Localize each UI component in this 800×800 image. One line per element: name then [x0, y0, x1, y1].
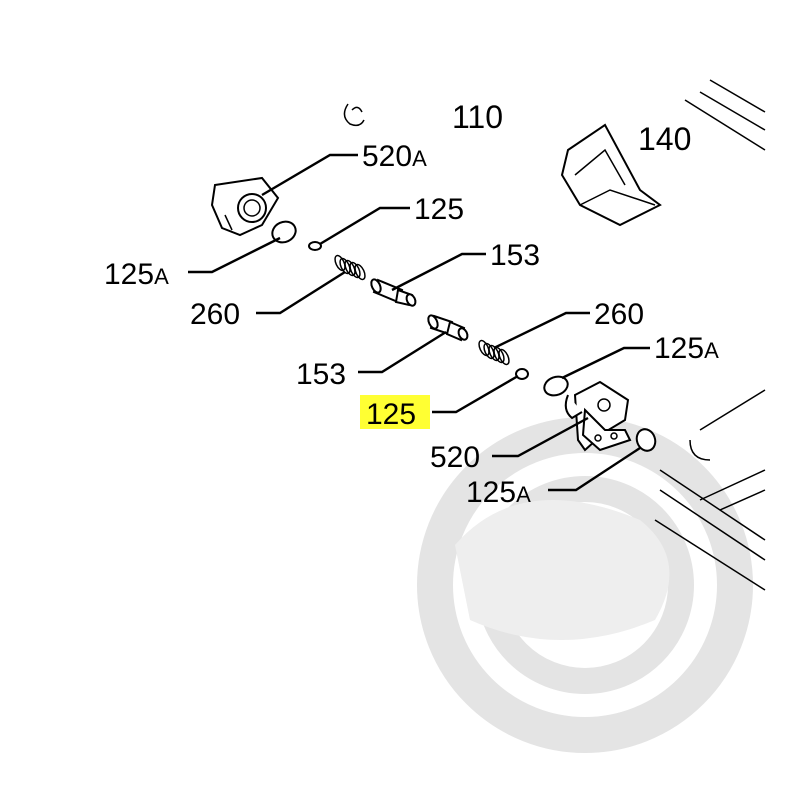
- label-260-left: 260: [190, 298, 240, 331]
- leader-153-top: [391, 252, 486, 292]
- label-153-left: 153: [296, 358, 346, 391]
- label-520: 520: [430, 441, 480, 474]
- label-140: 140: [638, 121, 691, 157]
- leader-lines: [188, 153, 650, 492]
- label-125A-left: 125A: [104, 258, 169, 291]
- label-260-right: 260: [594, 298, 644, 331]
- leader-153-left: [358, 330, 447, 374]
- o-ring-125A-right-icon: [543, 375, 569, 397]
- label-highlight: [360, 395, 430, 429]
- pin-153-bottom-icon: [427, 314, 469, 342]
- clip-icon: [343, 103, 365, 127]
- o-ring-125A-bottom-icon: [635, 428, 657, 452]
- leader-260-right: [493, 311, 590, 350]
- pin-153-top-icon: [370, 278, 417, 307]
- leader-125A-right: [561, 346, 650, 380]
- o-ring-125-mid-icon: [515, 368, 529, 380]
- hinge-bracket-520-icon: [564, 380, 632, 452]
- label-125A-right: 125A: [654, 332, 719, 365]
- watermark-blob-icon: [455, 500, 670, 640]
- spring-260-left-icon: [334, 254, 366, 281]
- label-125-highlighted: 125: [366, 398, 416, 431]
- hinge-bracket-520A-icon: [210, 176, 280, 237]
- leader-125-mid: [432, 374, 519, 414]
- o-ring-125-top-icon: [308, 241, 322, 251]
- leader-125A-left: [188, 236, 281, 274]
- leader-125-top: [319, 206, 410, 246]
- leader-125A-bottom: [548, 446, 641, 492]
- leader-520A: [261, 153, 358, 197]
- label-520A: 520A: [362, 140, 427, 173]
- label-125-top: 125: [414, 193, 464, 226]
- housing-outline: [654, 79, 766, 591]
- bracket-icon: [560, 123, 662, 227]
- leader-260-left: [256, 270, 346, 315]
- label-153-top: 153: [490, 239, 540, 272]
- label-125A-bottom: 125A: [466, 476, 531, 509]
- label-110: 110: [452, 99, 503, 135]
- leader-520: [492, 416, 589, 458]
- o-ring-125A-top-icon: [271, 220, 297, 244]
